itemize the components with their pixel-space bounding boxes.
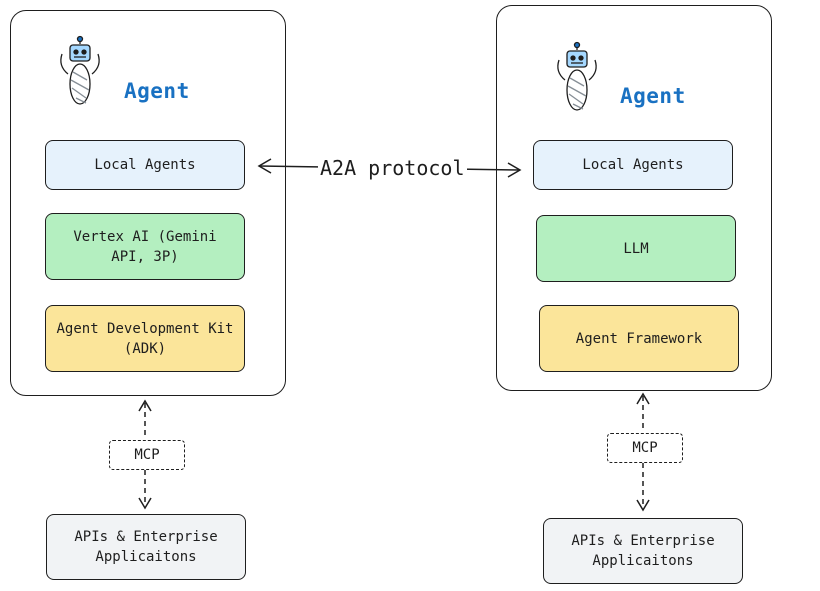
left-framework-label: Agent Development Kit (ADK) xyxy=(56,320,234,357)
left-mcp-label: MCP xyxy=(134,447,160,463)
left-local-agents-box: Local Agents xyxy=(45,140,245,190)
right-apis-box: APIs & Enterprise Applicaitons xyxy=(543,518,743,584)
right-mcp-box: MCP xyxy=(607,433,683,463)
right-local-agents-label: Local Agents xyxy=(582,157,684,173)
right-model-label: LLM xyxy=(623,240,649,257)
left-apis-label: APIs & Enterprise Applicaitons xyxy=(74,529,218,565)
right-framework-label: Agent Framework xyxy=(575,330,703,347)
left-framework-box: Agent Development Kit (ADK) xyxy=(45,305,245,372)
right-mcp-label: MCP xyxy=(632,440,658,456)
left-model-box: Vertex AI (Gemini API, 3P) xyxy=(45,213,245,280)
left-mcp-box: MCP xyxy=(109,440,185,470)
left-agent-title: Agent xyxy=(124,79,190,103)
a2a-protocol-label: A2A protocol xyxy=(318,155,467,181)
left-model-label: Vertex AI (Gemini API, 3P) xyxy=(73,228,217,265)
right-local-agents-box: Local Agents xyxy=(533,140,733,190)
right-model-box: LLM xyxy=(536,215,736,282)
right-framework-box: Agent Framework xyxy=(539,305,739,372)
right-apis-label: APIs & Enterprise Applicaitons xyxy=(571,533,715,569)
left-local-agents-label: Local Agents xyxy=(94,157,196,173)
left-apis-box: APIs & Enterprise Applicaitons xyxy=(46,514,246,580)
right-agent-title: Agent xyxy=(620,84,686,108)
